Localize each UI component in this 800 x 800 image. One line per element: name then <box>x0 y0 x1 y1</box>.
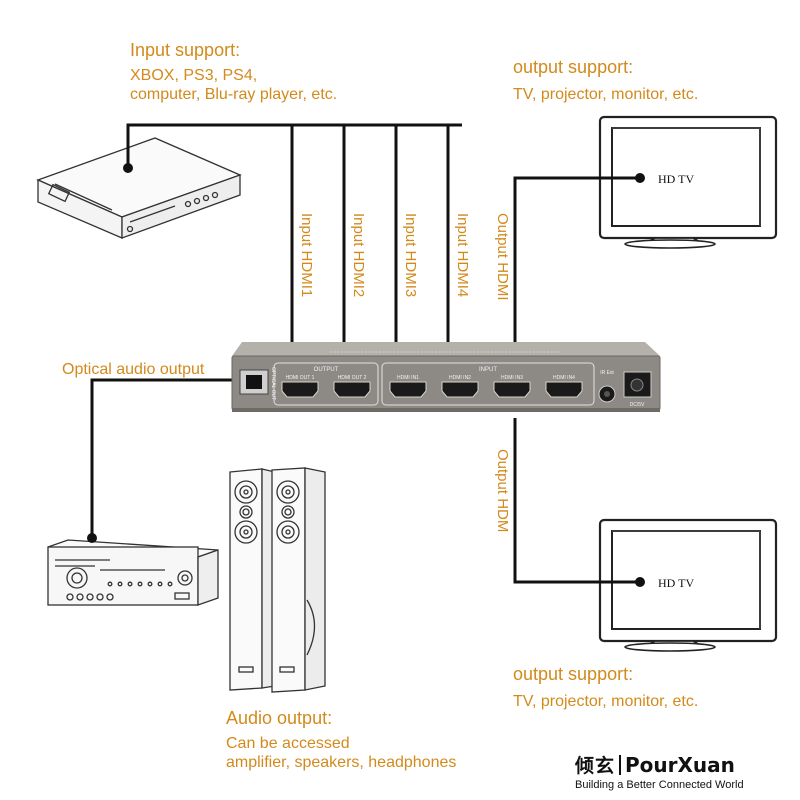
output-support-bottom-title: output support: <box>513 664 634 684</box>
input-group-label: INPUT <box>479 367 497 373</box>
hdmi-switch-device: OUTPUT INPUT HDMI OUT 1 HDMI OUT 2 HDMI … <box>231 342 661 412</box>
output-support-bottom-line1: TV, projector, monitor, etc. <box>513 693 699 710</box>
output-support-top-title: output support: <box>513 57 634 77</box>
output-support-top-line1: TV, projector, monitor, etc. <box>513 86 699 103</box>
output-group-label: OUTPUT <box>314 367 339 373</box>
port-label-out2: HDMI OUT 2 <box>338 375 367 381</box>
brand-separator <box>619 754 622 775</box>
audio-output-line1: Can be accessed <box>226 735 350 752</box>
input-hdmi4-label: Input HDMI4 <box>454 213 471 298</box>
brand-name: PourXuan <box>625 752 735 777</box>
brand-chinese-name: 倾玄 <box>575 755 616 777</box>
optical-audio-output-label: Optical audio output <box>62 361 205 378</box>
output-hdmi-top-label: Output HDMI <box>494 213 511 301</box>
input-hdmi1-label: Input HDMI1 <box>298 213 315 298</box>
input-hdmi2-label: Input HDMI2 <box>350 213 367 298</box>
brand-logo: 倾玄 PourXuan Building a Better Connected … <box>575 751 785 792</box>
av-receiver-icon <box>47 539 219 606</box>
port-label-in4: HDMI IN4 <box>553 375 575 381</box>
input-hdmi3-label: Input HDMI3 <box>402 213 419 298</box>
audio-output-line2: amplifier, speakers, headphones <box>226 754 457 771</box>
input-support-line2: computer, Blu-ray player, etc. <box>130 86 338 103</box>
tv-top-label: HD TV <box>658 172 694 186</box>
floor-speaker-icon <box>271 467 326 693</box>
brand-tagline: Building a Better Connected World <box>575 779 744 791</box>
port-label-in2: HDMI IN2 <box>449 375 471 381</box>
audio-output-title: Audio output: <box>226 708 333 728</box>
input-support-line1: XBOX, PS3, PS4, <box>130 67 258 84</box>
output-hdmi-bottom-label: Output HDM <box>494 449 511 533</box>
input-support-title: Input support: <box>130 40 241 60</box>
port-label-in3: HDMI IN3 <box>501 375 523 381</box>
optical-out-label: OPTICAL OUT <box>270 367 276 400</box>
dc-label: DC/5V <box>630 402 645 408</box>
tv-icon <box>598 115 778 249</box>
dvd-player-icon <box>36 137 242 239</box>
floor-speaker-icon <box>229 468 276 691</box>
port-label-out1: HDMI OUT 1 <box>286 375 315 381</box>
port-label-in1: HDMI IN1 <box>397 375 419 381</box>
tv-bottom-label: HD TV <box>658 576 694 590</box>
cable-endpoints <box>87 163 645 587</box>
cables <box>90 123 640 584</box>
ir-ext-label: IR Ext <box>600 370 614 376</box>
